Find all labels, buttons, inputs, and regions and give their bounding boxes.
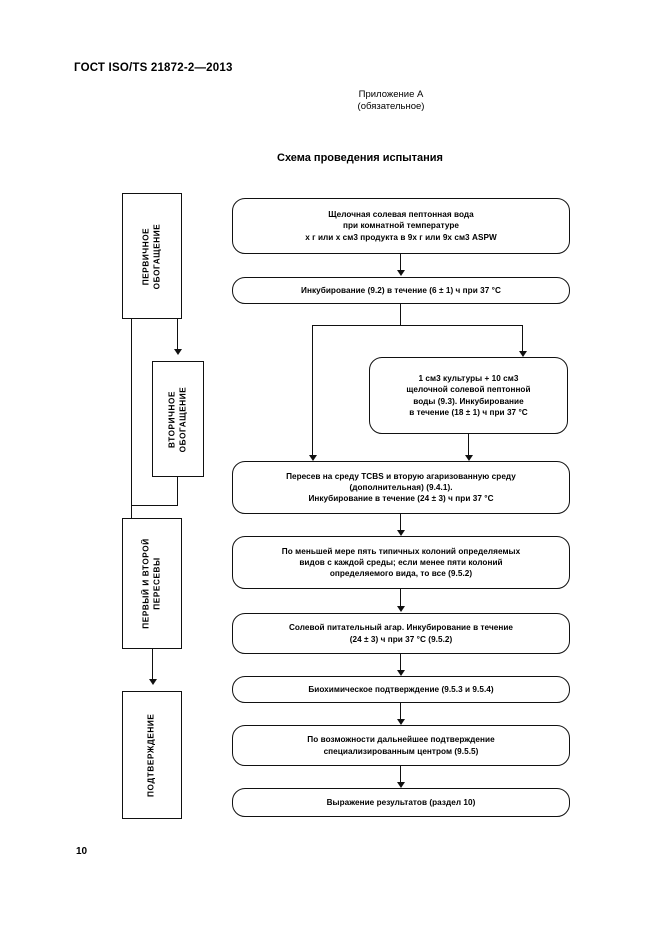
connector-aspw-to-incubation (400, 254, 402, 271)
stage-label-line-1: ВТОРИЧНОЕ (167, 390, 177, 448)
node-line: (дополнительная) (9.4.1). (349, 482, 453, 492)
node-line: специализированным центром (9.5.5) (323, 746, 479, 756)
arrowhead-secondary-culture-to-tcbs (465, 455, 473, 461)
connector-colony-to-agar (400, 589, 402, 607)
arrowhead-biochemical-to-center (397, 719, 405, 725)
node-line: видов с каждой среды; если менее пяти ко… (299, 557, 503, 567)
stage-label-line-2: ОБОГАЩЕНИЕ (178, 386, 188, 452)
node-line: (24 ± 3) ч при 37 °С (9.5.2) (349, 634, 453, 644)
connector-tcbs-to-colony (400, 514, 402, 531)
connector-biochemical-to-center (400, 703, 402, 720)
connector-secondary-culture-to-tcbs (468, 434, 470, 456)
node-line: в течение (18 ± 1) ч при 37 °С (409, 407, 528, 417)
node-biochemical-confirmation-text: Биохимическое подтверждение (9.5.3 и 9.5… (241, 684, 561, 695)
node-line: По возможности дальнейшее подтверждение (307, 735, 495, 745)
standard-title: ГОСТ ISO/TS 21872-2—2013 (74, 62, 233, 74)
connector-secondary-join (131, 505, 178, 507)
arrowhead-colony-to-agar (397, 606, 405, 612)
node-line: Инкубирование в течение (24 ± 3) ч при 3… (308, 494, 494, 504)
connector-right-branch-to-secondary-culture (522, 325, 524, 352)
arrowhead-primary-to-secondary (174, 349, 182, 355)
node-line: Биохимическое подтверждение (9.5.3 и 9.5… (308, 684, 494, 694)
node-line: Щелочная солевая пептонная вода (328, 210, 474, 220)
node-incubation-1-text: Инкубирование (9.2) в течение (6 ± 1) ч … (241, 285, 561, 296)
node-line: щелочной солевой пептонной (406, 385, 531, 395)
stage-first-second-subculture-label: ПЕРВЫЙ И ВТОРОЙ ПЕРЕСЕВЫ (142, 538, 163, 628)
connector-center-to-results (400, 766, 402, 783)
arrowhead-agar-to-biochemical (397, 670, 405, 676)
stage-confirmation: ПОДТВЕРЖДЕНИЕ (122, 691, 182, 819)
node-line: при комнатной температуре (343, 221, 459, 231)
connector-agar-to-biochemical (400, 654, 402, 671)
node-aspw-text: Щелочная солевая пептонная вода при комн… (241, 209, 561, 243)
node-line: x г или x см3 продукта в 9x г или 9x см3… (305, 232, 497, 242)
annex-sublabel: (обязательное) (357, 101, 425, 112)
annex-heading: Приложение А (обязательное) (226, 89, 556, 113)
stage-first-second-subculture: ПЕРВЫЙ И ВТОРОЙ ПЕРЕСЕВЫ (122, 518, 182, 649)
node-line: По меньшей мере пять типичных колоний оп… (281, 546, 521, 556)
node-aspw: Щелочная солевая пептонная вода при комн… (232, 198, 570, 254)
annex-label: Приложение А (358, 89, 424, 100)
arrowhead-center-to-results (397, 782, 405, 788)
stage-label-line-2: ОБОГАЩЕНИЕ (152, 223, 162, 289)
node-tcbs-subculture: Пересев на среду TCBS и вторую агаризова… (232, 461, 570, 514)
arrowhead-left-branch-to-tcbs (309, 455, 317, 461)
stage-label-line-1: ПЕРВЫЙ И ВТОРОЙ (141, 538, 151, 629)
node-secondary-culture-text: 1 см3 культуры + 10 см3 щелочной солевой… (378, 373, 559, 418)
stage-secondary-enrichment: ВТОРИЧНОЕ ОБОГАЩЕНИЕ (152, 361, 204, 477)
node-results: Выражение результатов (раздел 10) (232, 788, 570, 817)
node-line: Солевой питательный агар. Инкубирование … (288, 623, 514, 633)
stage-primary-enrichment-label: ПЕРВИЧНОЕ ОБОГАЩЕНИЕ (142, 223, 163, 289)
stage-label-line-1: ПОДТВЕРЖДЕНИЕ (146, 713, 156, 797)
connector-incubation-split-stem (400, 304, 402, 326)
node-secondary-culture: 1 см3 культуры + 10 см3 щелочной солевой… (369, 357, 568, 434)
connector-primary-to-secondary (177, 319, 179, 349)
node-specialized-center: По возможности дальнейшее подтверждение … (232, 725, 570, 766)
stage-label-line-2: ПЕРЕСЕВЫ (152, 557, 161, 610)
stage-primary-enrichment: ПЕРВИЧНОЕ ОБОГАЩЕНИЕ (122, 193, 182, 319)
node-saline-nutrient-agar: Солевой питательный агар. Инкубирование … (232, 613, 570, 654)
arrowhead-aspw-to-incubation (397, 270, 405, 276)
arrowhead-right-branch-to-secondary-culture (519, 351, 527, 357)
node-results-text: Выражение результатов (раздел 10) (241, 797, 561, 808)
node-line: 1 см3 культуры + 10 см3 (418, 374, 519, 384)
node-incubation-1: Инкубирование (9.2) в течение (6 ± 1) ч … (232, 277, 570, 304)
connector-secondary-down (177, 477, 179, 506)
node-specialized-center-text: По возможности дальнейшее подтверждение … (241, 734, 561, 756)
node-line: воды (9.3). Инкубирование (413, 396, 524, 406)
node-line: Пересев на среду TCBS и вторую агаризова… (286, 471, 516, 481)
connector-left-spine-upper (131, 319, 133, 518)
node-line: Выражение результатов (раздел 10) (326, 797, 476, 807)
stage-label-line-1: ПЕРВИЧНОЕ (141, 227, 151, 285)
connector-incubation-split-bar (312, 325, 523, 327)
arrowhead-tcbs-to-colony (397, 530, 405, 536)
stage-secondary-enrichment-label: ВТОРИЧНОЕ ОБОГАЩЕНИЕ (168, 386, 189, 452)
scheme-title: Схема проведения испытания (277, 152, 443, 164)
node-tcbs-subculture-text: Пересев на среду TCBS и вторую агаризова… (241, 471, 561, 505)
connector-left-branch-to-tcbs (312, 325, 314, 457)
connector-subculture-to-confirmation (152, 649, 154, 679)
stage-confirmation-label: ПОДТВЕРЖДЕНИЕ (147, 713, 158, 796)
arrowhead-subculture-to-confirmation (149, 679, 157, 685)
node-colony-selection: По меньшей мере пять типичных колоний оп… (232, 536, 570, 589)
node-biochemical-confirmation: Биохимическое подтверждение (9.5.3 и 9.5… (232, 676, 570, 703)
node-colony-selection-text: По меньшей мере пять типичных колоний оп… (241, 546, 561, 580)
node-line: Инкубирование (9.2) в течение (6 ± 1) ч … (301, 285, 501, 295)
page-number: 10 (76, 846, 88, 857)
node-line: определяемого вида, то все (9.5.2) (329, 569, 473, 579)
node-saline-nutrient-agar-text: Солевой питательный агар. Инкубирование … (241, 622, 561, 644)
